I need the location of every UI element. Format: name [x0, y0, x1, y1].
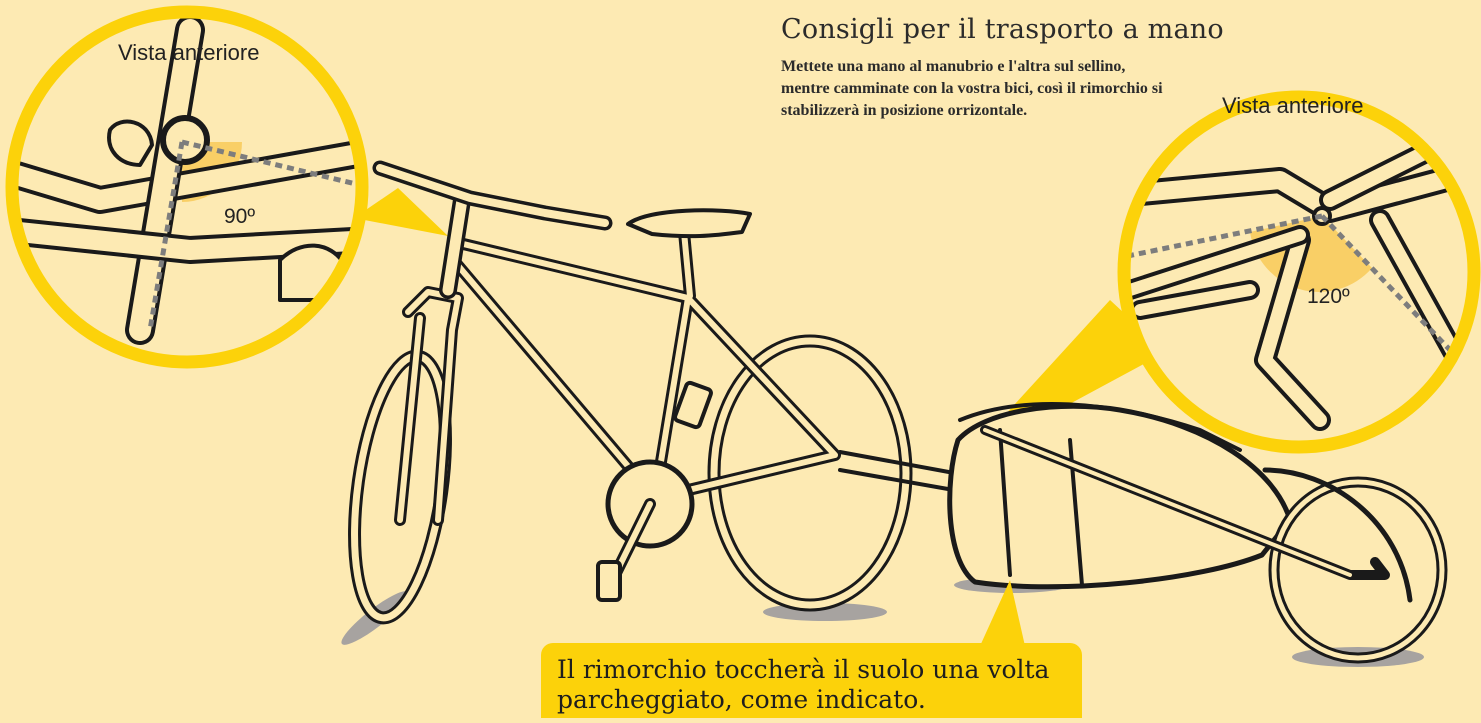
- trailer-fender: [1262, 467, 1413, 603]
- parking-note: Il rimorchio toccherà il suolo una volta…: [541, 643, 1082, 718]
- left-callout-beam: [354, 188, 448, 236]
- parking-note-text: Il rimorchio toccherà il suolo una volta…: [557, 655, 1050, 714]
- note-pointer: [980, 580, 1025, 646]
- instruction-text: Mettete una mano al manubrio e l'altra s…: [781, 58, 1163, 119]
- right-dotted-guides: [1127, 213, 1452, 352]
- saddle: [626, 208, 752, 239]
- left-angle-label: 90º: [224, 205, 256, 228]
- page-title: Consigli per il trasporto a mano: [781, 14, 1224, 45]
- trailer: [838, 401, 1448, 664]
- left-dotted-guides: [147, 139, 359, 331]
- frame-tubes: [449, 226, 841, 504]
- bicycle: [348, 160, 913, 625]
- left-detail-view: [15, 15, 359, 359]
- right-detail-ring: [1117, 90, 1481, 454]
- left-detail-ring: [5, 5, 369, 369]
- upper-pedal: [673, 380, 713, 430]
- left-view-label: Vista anteriore: [118, 40, 260, 65]
- pedal: [596, 560, 622, 602]
- tow-arm: [838, 450, 967, 494]
- right-view-label: Vista anteriore: [1222, 93, 1364, 118]
- right-angle-label: 120º: [1307, 285, 1350, 308]
